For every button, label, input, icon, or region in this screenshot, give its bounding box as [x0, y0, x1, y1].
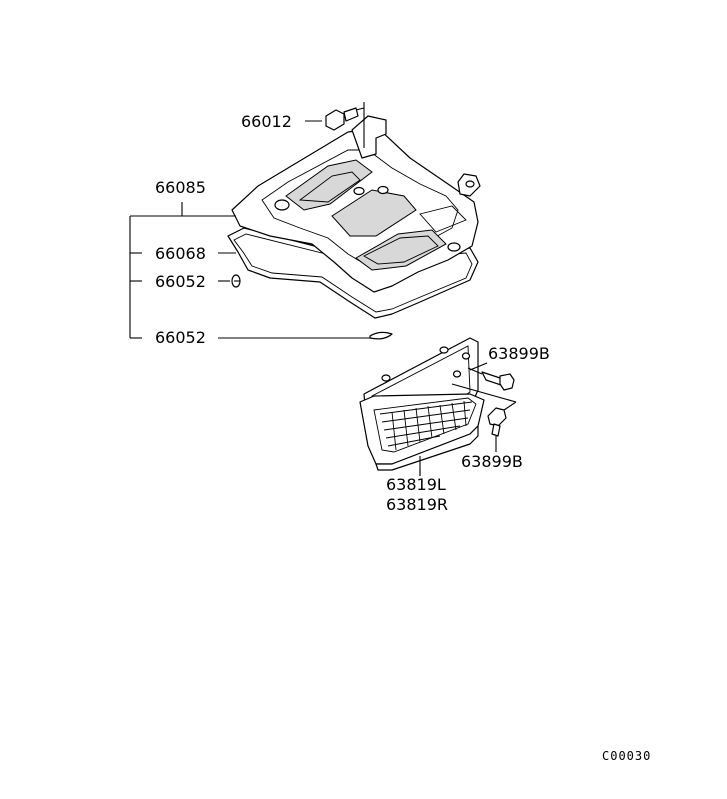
label-63899b-lower: 63899B [461, 452, 523, 471]
grommet-small-icon [231, 274, 241, 288]
rear-bracket [351, 115, 387, 159]
tread-grid [379, 400, 473, 451]
figure-code: C00030 [602, 749, 651, 763]
bolt-63899b-lower-icon [451, 383, 517, 437]
label-63819r: 63819R [386, 495, 448, 514]
bolt-66012-icon [325, 107, 365, 131]
label-66012: 66012 [241, 112, 292, 131]
leader-lines [129, 120, 497, 476]
label-63819l: 63819L [386, 475, 446, 494]
label-66068: 66068 [155, 244, 206, 263]
label-63899b-upper: 63899B [488, 344, 550, 363]
cover-assembly [227, 102, 481, 319]
label-66085: 66085 [155, 178, 206, 197]
label-66052-upper: 66052 [155, 272, 206, 291]
step-assembly [359, 337, 485, 476]
label-66052-lower: 66052 [155, 328, 206, 347]
grommet-lower-icon [369, 331, 393, 340]
bolt-63899b-upper-icon [467, 367, 515, 391]
